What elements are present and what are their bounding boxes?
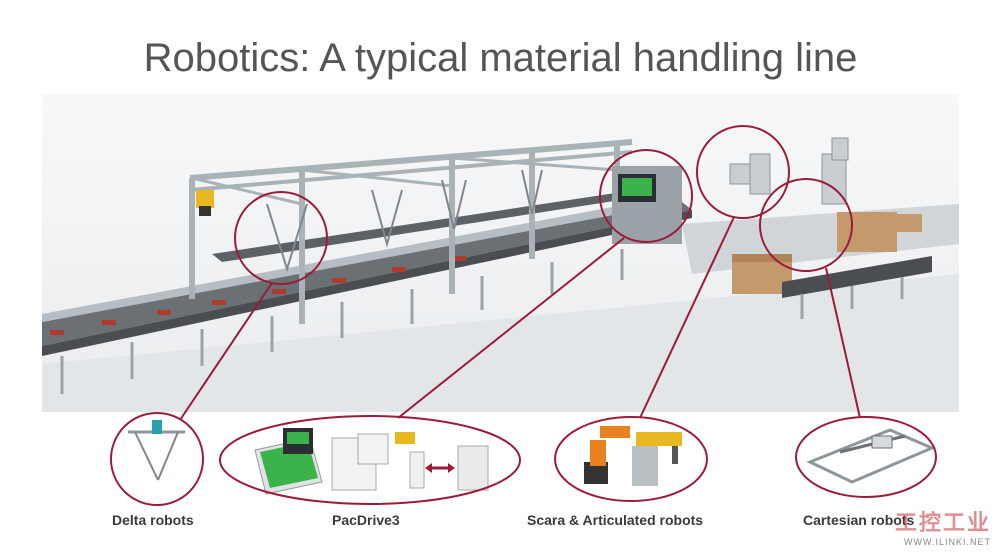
caption-delta-robots: Delta robots xyxy=(112,512,194,528)
callout-circle-delta-thumb xyxy=(110,412,204,506)
callout-circle-cartesian xyxy=(759,178,853,272)
watermark: 工控工业 WWW.ILINKI.NET xyxy=(895,505,991,547)
caption-scara-articulated: Scara & Articulated robots xyxy=(527,512,704,528)
callout-annotations xyxy=(110,125,937,506)
callout-circle-delta xyxy=(234,191,328,285)
callout-line-cartesian xyxy=(825,267,861,419)
vision-camera-icon xyxy=(196,190,214,216)
caption-pacdrive3: PacDrive3 xyxy=(332,512,400,528)
cartesian-thumbnail xyxy=(806,428,936,484)
palletizing-area xyxy=(682,204,959,319)
callout-ellipse-scara xyxy=(554,416,708,502)
delta-robot-thumbnail xyxy=(128,420,185,481)
delta-robot-arms xyxy=(266,169,543,273)
scara-articulated-thumbnail xyxy=(584,426,682,486)
callout-circle-articulated xyxy=(696,125,790,219)
caption-cartesian-robots: Cartesian robots xyxy=(803,512,915,528)
callout-ellipse-pacdrive xyxy=(219,415,521,505)
pacdrive3-thumbnail xyxy=(254,428,489,495)
callout-circle-cabinet xyxy=(599,149,693,243)
watermark-url: WWW.ILINKI.NET xyxy=(904,537,991,547)
callout-line-delta xyxy=(179,282,273,421)
callout-line-pacdrive xyxy=(397,237,625,419)
slide-title: Robotics: A typical material handling li… xyxy=(143,36,858,80)
watermark-main: 工控工业 xyxy=(894,511,991,536)
gantry-frame xyxy=(189,139,633,324)
callout-line-scara xyxy=(639,216,735,419)
callout-ellipse-cartesian xyxy=(795,416,937,498)
control-cabinet xyxy=(612,166,682,244)
articulated-robots xyxy=(729,137,849,205)
